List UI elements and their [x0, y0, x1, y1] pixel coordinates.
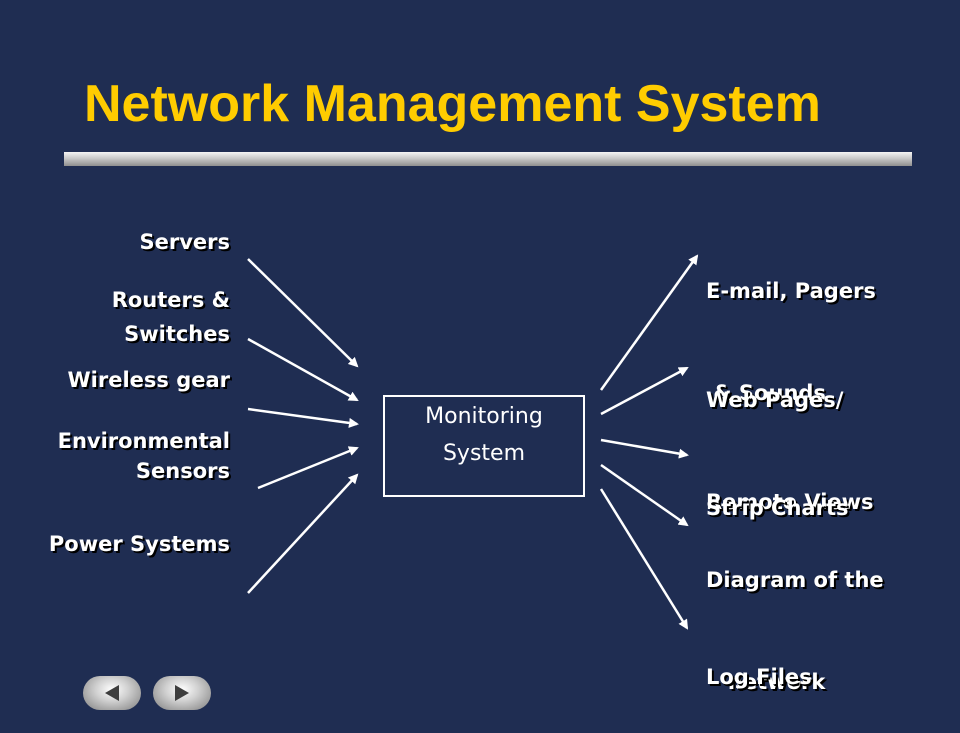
- output-label-email-pagers: E-mail, Pagers & Sounds: [706, 206, 876, 444]
- source-label-wireless-gear: Wireless gear: [67, 363, 230, 397]
- source-label-environmental-sensors: Environmental Sensors: [58, 426, 230, 486]
- box-line-1: Monitoring: [425, 404, 543, 429]
- triangle-right-icon: [175, 685, 189, 701]
- label-line: Routers &: [111, 288, 230, 312]
- label-line: Web Pages/: [706, 388, 844, 412]
- output-label-strip-charts: Strip Charts: [706, 423, 849, 559]
- slide-title: Network Management System: [84, 75, 821, 133]
- title-divider: [64, 152, 912, 166]
- monitoring-system-label: Monitoring System: [383, 398, 585, 472]
- arrow-monitor-to-email: [599, 254, 699, 391]
- source-label-routers-switches: Routers & Switches: [112, 283, 230, 351]
- arrow-wireless-to-monitor: [247, 407, 359, 428]
- label-line: Sensors: [135, 459, 230, 483]
- label-line: Servers: [139, 230, 230, 254]
- arrow-power-to-monitor: [247, 473, 359, 594]
- arrow-sensors-to-monitor: [257, 446, 359, 490]
- label-line: Diagram of the: [706, 568, 884, 592]
- label-line: E-mail, Pagers: [706, 279, 876, 303]
- arrow-monitor-to-logs: [599, 488, 689, 630]
- label-line: Switches: [124, 322, 230, 346]
- output-label-network-diagram: Diagram of the network: [706, 495, 884, 733]
- previous-slide-button[interactable]: [83, 676, 141, 710]
- source-label-servers: Servers: [139, 225, 230, 259]
- arrow-routers-to-monitor: [247, 337, 359, 402]
- arrow-servers-to-monitor: [247, 258, 359, 368]
- box-line-2: System: [442, 441, 526, 466]
- output-label-log-files: Log Files: [706, 592, 812, 728]
- monitoring-system-box: [383, 395, 585, 497]
- output-label-web-pages: Web Pages/ Remote Views: [706, 315, 874, 553]
- label-line: Power Systems: [48, 532, 230, 556]
- label-line: network: [706, 670, 826, 694]
- label-line: & Sounds: [706, 381, 826, 405]
- label-line: Log Files: [706, 665, 812, 689]
- arrow-monitor-to-web: [600, 366, 689, 416]
- label-line: Wireless gear: [67, 368, 230, 392]
- label-line: Environmental: [57, 429, 230, 453]
- label-line: Strip Charts: [706, 496, 849, 520]
- next-slide-button[interactable]: [153, 676, 211, 710]
- arrow-monitor-to-diagram: [600, 463, 689, 527]
- arrow-monitor-to-charts: [600, 438, 689, 459]
- triangle-left-icon: [105, 685, 119, 701]
- label-line: Remote Views: [706, 490, 874, 514]
- source-label-power-systems: Power Systems: [49, 527, 230, 561]
